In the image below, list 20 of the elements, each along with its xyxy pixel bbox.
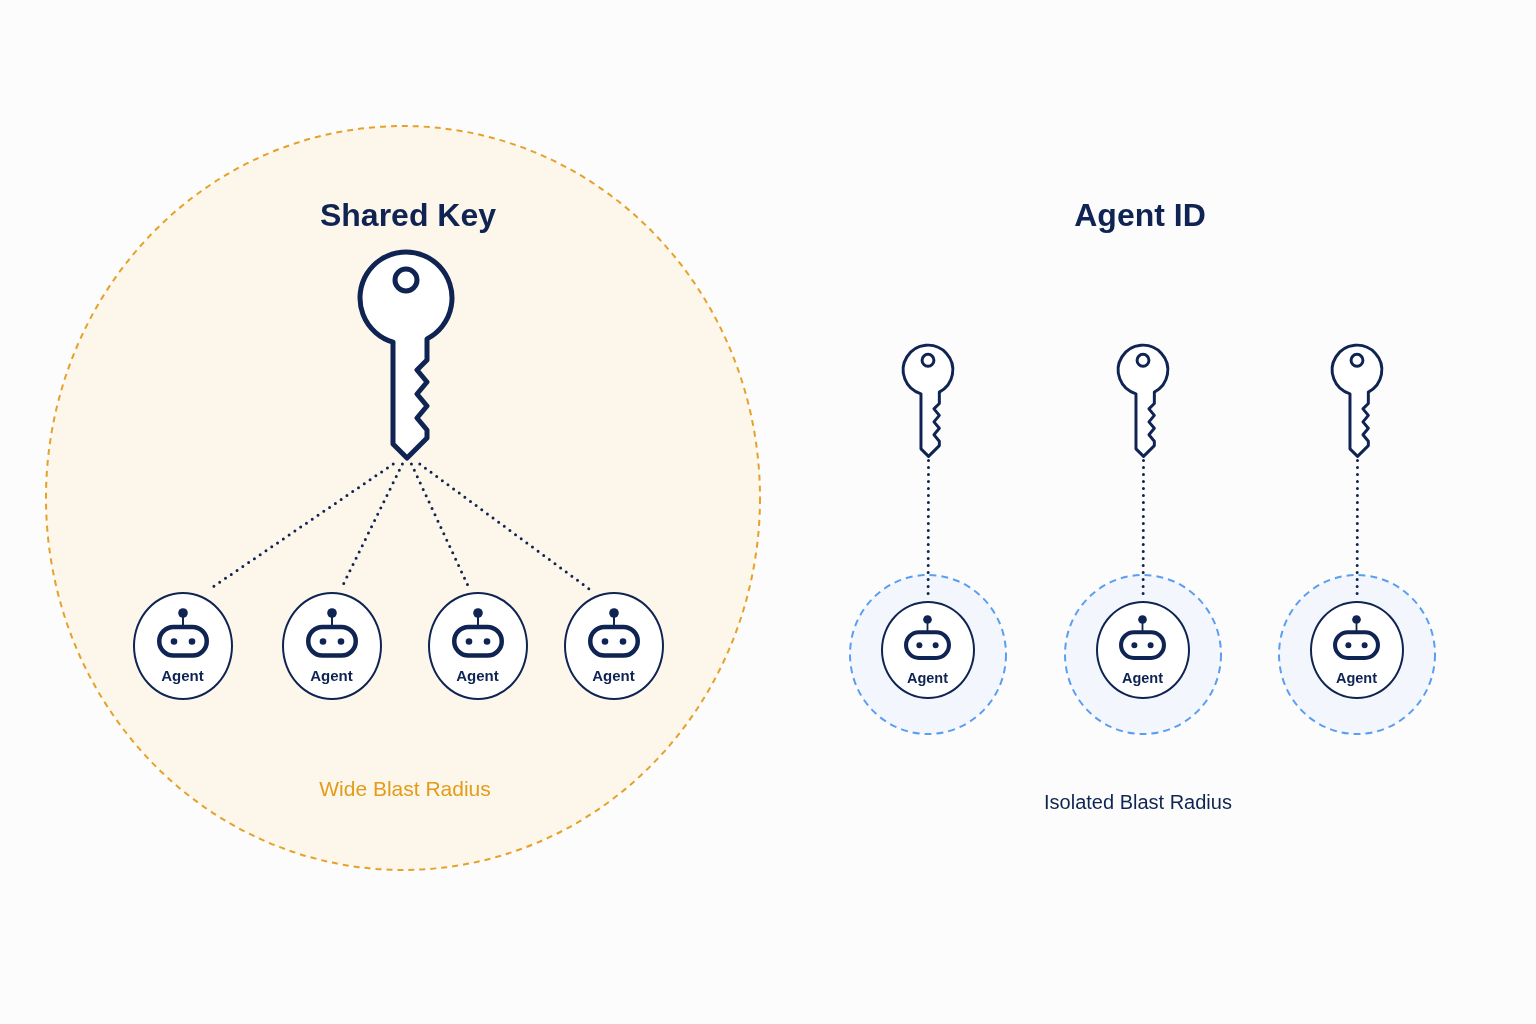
key-icon bbox=[901, 343, 955, 459]
agent-label: Agent bbox=[1335, 669, 1378, 686]
section-heading: Agent ID bbox=[1074, 196, 1206, 234]
agent-label: Agent bbox=[456, 666, 499, 685]
agent-label: Agent bbox=[592, 666, 635, 685]
blast-radius-caption: Isolated Blast Radius bbox=[1044, 790, 1232, 814]
agent-label: Agent bbox=[310, 666, 353, 685]
section-heading: Shared Key bbox=[319, 196, 497, 234]
key-icon bbox=[356, 248, 456, 462]
agent-label: Agent bbox=[161, 666, 204, 685]
agent-label: Agent bbox=[1121, 669, 1164, 686]
blast-radius-ring bbox=[849, 574, 1007, 735]
blast-radius-zone bbox=[45, 125, 761, 871]
blast-radius-ring bbox=[1064, 574, 1222, 735]
key-icon bbox=[1330, 343, 1384, 459]
blast-radius-caption: Wide Blast Radius bbox=[319, 776, 491, 802]
blast-radius-ring bbox=[1278, 574, 1436, 735]
dotted-connector bbox=[418, 462, 591, 591]
agent-label: Agent bbox=[906, 669, 949, 686]
key-icon bbox=[1116, 343, 1170, 459]
